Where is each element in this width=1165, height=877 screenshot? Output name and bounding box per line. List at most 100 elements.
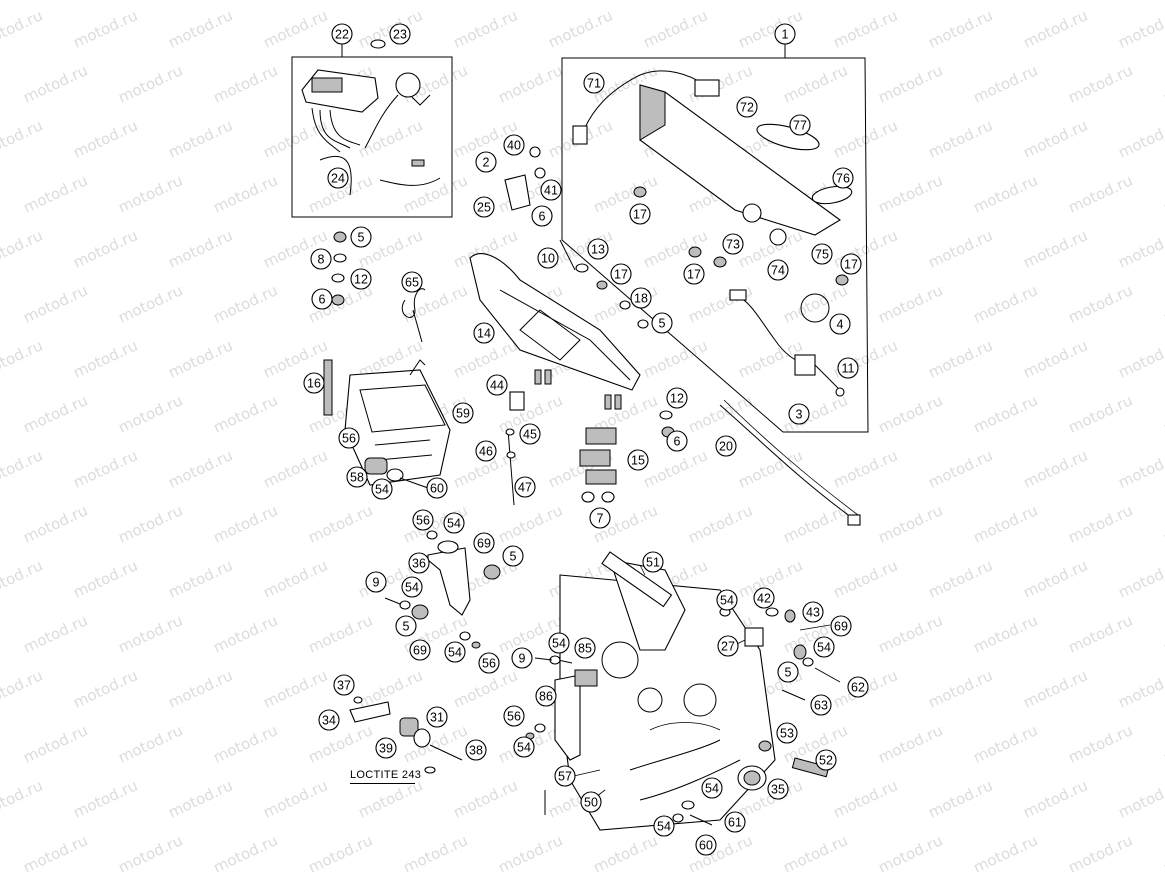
callout-circle bbox=[503, 705, 525, 727]
callout-number: 17 bbox=[687, 268, 701, 282]
callout-65: 65 bbox=[401, 271, 423, 293]
callout-number: 7 bbox=[597, 512, 604, 526]
callout-54: 54 bbox=[653, 815, 675, 837]
callout-number: 56 bbox=[416, 514, 430, 528]
callout-57: 57 bbox=[554, 765, 576, 787]
callout-62: 62 bbox=[847, 676, 869, 698]
callout-number: 56 bbox=[507, 710, 521, 724]
callout-number: 27 bbox=[721, 640, 735, 654]
callout-number: 22 bbox=[335, 28, 349, 42]
callout-circle bbox=[375, 737, 397, 759]
callout-12: 12 bbox=[666, 387, 688, 409]
callout-circle bbox=[811, 243, 833, 265]
callout-circle bbox=[815, 749, 837, 771]
callout-number: 71 bbox=[587, 77, 601, 91]
callout-5: 5 bbox=[395, 615, 417, 637]
callout-number: 51 bbox=[646, 556, 660, 570]
callout-circle bbox=[503, 134, 525, 156]
callout-number: 38 bbox=[469, 744, 483, 758]
callout-circle bbox=[502, 545, 524, 567]
callout-number: 69 bbox=[413, 644, 427, 658]
callout-circle bbox=[830, 615, 852, 637]
callout-50: 50 bbox=[580, 791, 602, 813]
callout-number: 52 bbox=[819, 754, 833, 768]
callout-number: 36 bbox=[412, 557, 426, 571]
callout-number: 14 bbox=[477, 327, 491, 341]
callout-circle bbox=[311, 288, 333, 310]
callout-circle bbox=[610, 263, 632, 285]
callout-circle bbox=[346, 466, 368, 488]
callout-circle bbox=[475, 440, 497, 462]
callout-number: 25 bbox=[477, 201, 491, 215]
callout-9: 9 bbox=[511, 647, 533, 669]
callout-circle bbox=[789, 114, 811, 136]
callout-34: 34 bbox=[318, 709, 340, 731]
callout-number: 12 bbox=[354, 273, 368, 287]
callout-42: 42 bbox=[753, 587, 775, 609]
callout-circle bbox=[338, 427, 360, 449]
callout-circle bbox=[653, 815, 675, 837]
callout-circle bbox=[478, 652, 500, 674]
callout-15: 15 bbox=[627, 449, 649, 471]
callout-number: 17 bbox=[614, 268, 628, 282]
callout-number: 5 bbox=[403, 620, 410, 634]
callout-5: 5 bbox=[502, 545, 524, 567]
callout-circle bbox=[587, 238, 609, 260]
callout-circle bbox=[580, 791, 602, 813]
callout-circle bbox=[303, 372, 325, 394]
callout-number: 11 bbox=[842, 362, 855, 376]
callout-number: 41 bbox=[544, 184, 558, 198]
callout-circle bbox=[537, 247, 559, 269]
callout-number: 6 bbox=[319, 293, 326, 307]
callout-69: 69 bbox=[830, 615, 852, 637]
callout-circle bbox=[327, 167, 349, 189]
callout-circle bbox=[426, 706, 448, 728]
callout-number: 60 bbox=[699, 839, 713, 853]
callout-number: 24 bbox=[331, 172, 345, 186]
callout-circle bbox=[666, 430, 688, 452]
callout-53: 53 bbox=[776, 722, 798, 744]
headlight-mask bbox=[572, 70, 853, 246]
callout-number: 53 bbox=[780, 727, 794, 741]
callout-number: 45 bbox=[523, 428, 537, 442]
callout-number: 17 bbox=[844, 258, 858, 272]
callout-number: 17 bbox=[633, 208, 647, 222]
callout-circle bbox=[776, 722, 798, 744]
callout-circle bbox=[753, 587, 775, 609]
callout-number: 62 bbox=[851, 681, 865, 695]
callout-number: 13 bbox=[591, 243, 605, 257]
callout-circle bbox=[589, 507, 611, 529]
callout-circle bbox=[540, 179, 562, 201]
callout-27: 27 bbox=[717, 635, 739, 657]
callout-number: 54 bbox=[720, 594, 734, 608]
callout-69: 69 bbox=[473, 532, 495, 554]
callout-circle bbox=[651, 312, 673, 334]
callout-number: 54 bbox=[405, 581, 419, 595]
callout-circle bbox=[717, 635, 739, 657]
callout-10: 10 bbox=[537, 247, 559, 269]
headlight-bracket bbox=[469, 253, 641, 410]
callout-circle bbox=[847, 676, 869, 698]
callout-circle bbox=[473, 196, 495, 218]
loctite-note: LOCTITE 243 bbox=[350, 769, 422, 781]
callout-54: 54 bbox=[716, 589, 738, 611]
callout-circle bbox=[777, 661, 799, 683]
callout-circle bbox=[426, 477, 448, 499]
callout-6: 6 bbox=[311, 288, 333, 310]
callout-circle bbox=[310, 248, 332, 270]
callout-54: 54 bbox=[444, 641, 466, 663]
callout-number: 6 bbox=[674, 435, 681, 449]
callout-circle bbox=[716, 589, 738, 611]
callout-number: 57 bbox=[558, 770, 572, 784]
callout-circle bbox=[788, 403, 810, 425]
callout-56: 56 bbox=[478, 652, 500, 674]
callout-13: 13 bbox=[587, 238, 609, 260]
callout-number: 50 bbox=[584, 796, 598, 810]
callout-number: 76 bbox=[836, 172, 850, 186]
callout-36: 36 bbox=[408, 552, 430, 574]
callout-number: 37 bbox=[337, 679, 351, 693]
callout-number: 34 bbox=[322, 714, 336, 728]
callout-17: 17 bbox=[840, 253, 862, 275]
callout-number: 59 bbox=[456, 407, 470, 421]
